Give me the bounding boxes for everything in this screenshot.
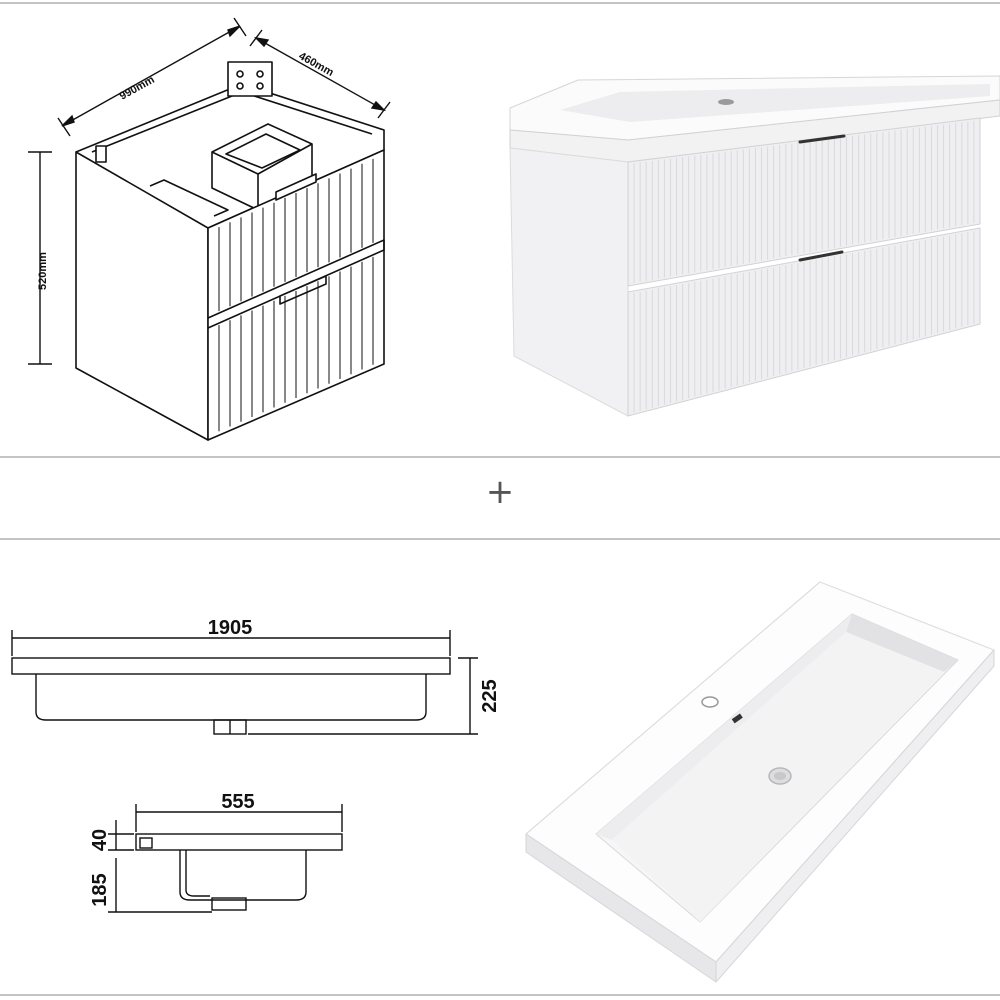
dim-width-line bbox=[61, 25, 241, 127]
dim-bowl-label: 185 bbox=[89, 873, 111, 906]
vanity-handle-top bbox=[798, 134, 846, 144]
basin-front-rim bbox=[11, 657, 451, 675]
vanity-handle-bottom bbox=[798, 250, 844, 262]
top-rule bbox=[0, 2, 1000, 4]
dim-length-label: 1905 bbox=[208, 617, 253, 639]
plus-separator: + bbox=[485, 472, 515, 512]
middle-rule-lower bbox=[0, 538, 1000, 540]
middle-rule-upper bbox=[0, 456, 1000, 458]
vanity-side bbox=[509, 147, 629, 417]
basin-side-bowl bbox=[179, 850, 307, 901]
basin-render bbox=[525, 581, 995, 983]
dim-depth-basin-label: 555 bbox=[221, 791, 254, 813]
cabinet-flutes bbox=[218, 158, 374, 432]
vanity-tap-hole bbox=[718, 99, 734, 105]
basin-front-bowl bbox=[35, 674, 427, 721]
cabinet-handle-bottom bbox=[279, 275, 327, 305]
dim-width-label: 990mm bbox=[118, 74, 157, 103]
cabinet-bracket bbox=[227, 61, 273, 97]
dim-depth-line bbox=[255, 37, 385, 111]
dim-rim-label: 40 bbox=[89, 829, 111, 851]
cabinet-handle-top bbox=[275, 173, 317, 201]
basin-side-drain bbox=[211, 897, 247, 911]
bottom-rule bbox=[0, 994, 1000, 996]
dim-height-label: 520mm bbox=[37, 252, 49, 290]
basin-render-overflow bbox=[731, 713, 743, 724]
cabinet-side-panel bbox=[75, 151, 209, 441]
basin-side-rim bbox=[135, 833, 343, 851]
basin-render-tap-hole bbox=[701, 696, 719, 708]
vanity-render bbox=[509, 75, 1000, 417]
dim-basin-height-label: 225 bbox=[479, 679, 501, 712]
